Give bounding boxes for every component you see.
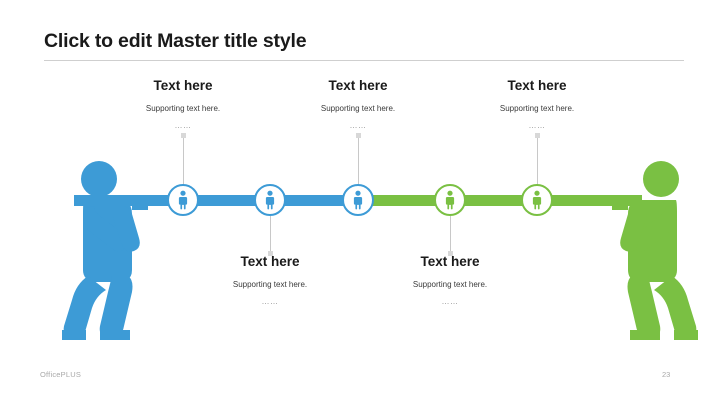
callout-supporting-text[interactable]: Supporting text here. [412, 280, 488, 289]
connector-stem-bottom-1 [270, 216, 271, 252]
connector-stem-top-2 [358, 136, 359, 186]
callout-heading[interactable]: Text here [420, 254, 480, 269]
connector-dot-bottom-2 [448, 251, 453, 256]
footer-page-number: 23 [662, 370, 671, 379]
connector-dot-top-1 [181, 133, 186, 138]
timeline-bar-green [358, 195, 642, 206]
person-icon [353, 190, 363, 210]
callout-supporting-text[interactable]: Supporting text here. [232, 280, 308, 289]
callout-heading[interactable]: Text here [328, 78, 388, 93]
person-icon [265, 190, 275, 210]
callout-bottom-1: Text here Supporting text here. …… [175, 254, 365, 308]
callout-ellipsis[interactable]: …… [349, 121, 367, 130]
tug-of-war-figure-right [578, 158, 698, 353]
callout-ellipsis[interactable]: …… [261, 297, 279, 306]
connector-dot-top-2 [356, 133, 361, 138]
timeline-node-4[interactable] [434, 184, 466, 216]
tug-of-war-figure-left [62, 158, 182, 353]
person-icon [532, 190, 542, 210]
timeline-node-1[interactable] [167, 184, 199, 216]
connector-dot-bottom-1 [268, 251, 273, 256]
callout-heading[interactable]: Text here [153, 78, 213, 93]
person-icon [445, 190, 455, 210]
connector-stem-top-3 [537, 136, 538, 186]
callout-ellipsis[interactable]: …… [441, 297, 459, 306]
callout-top-3: Text here Supporting text here. …… [442, 78, 632, 132]
page-title[interactable]: Click to edit Master title style [44, 30, 307, 52]
callout-supporting-text[interactable]: Supporting text here. [320, 104, 396, 113]
callout-heading[interactable]: Text here [240, 254, 300, 269]
callout-top-2: Text here Supporting text here. …… [263, 78, 453, 132]
callout-heading[interactable]: Text here [507, 78, 567, 93]
timeline-bar-blue [74, 195, 364, 206]
connector-stem-bottom-2 [450, 216, 451, 252]
callout-top-1: Text here Supporting text here. …… [88, 78, 278, 132]
callout-supporting-text[interactable]: Supporting text here. [499, 104, 575, 113]
callout-ellipsis[interactable]: …… [174, 121, 192, 130]
timeline-node-5[interactable] [521, 184, 553, 216]
person-icon [178, 190, 188, 210]
callout-ellipsis[interactable]: …… [528, 121, 546, 130]
callout-supporting-text[interactable]: Supporting text here. [145, 104, 221, 113]
footer-brand: OfficePLUS [40, 370, 82, 379]
connector-stem-top-1 [183, 136, 184, 186]
timeline-node-2[interactable] [254, 184, 286, 216]
connector-dot-top-3 [535, 133, 540, 138]
callout-bottom-2: Text here Supporting text here. …… [355, 254, 545, 308]
title-divider [44, 60, 684, 61]
timeline-node-3[interactable] [342, 184, 374, 216]
